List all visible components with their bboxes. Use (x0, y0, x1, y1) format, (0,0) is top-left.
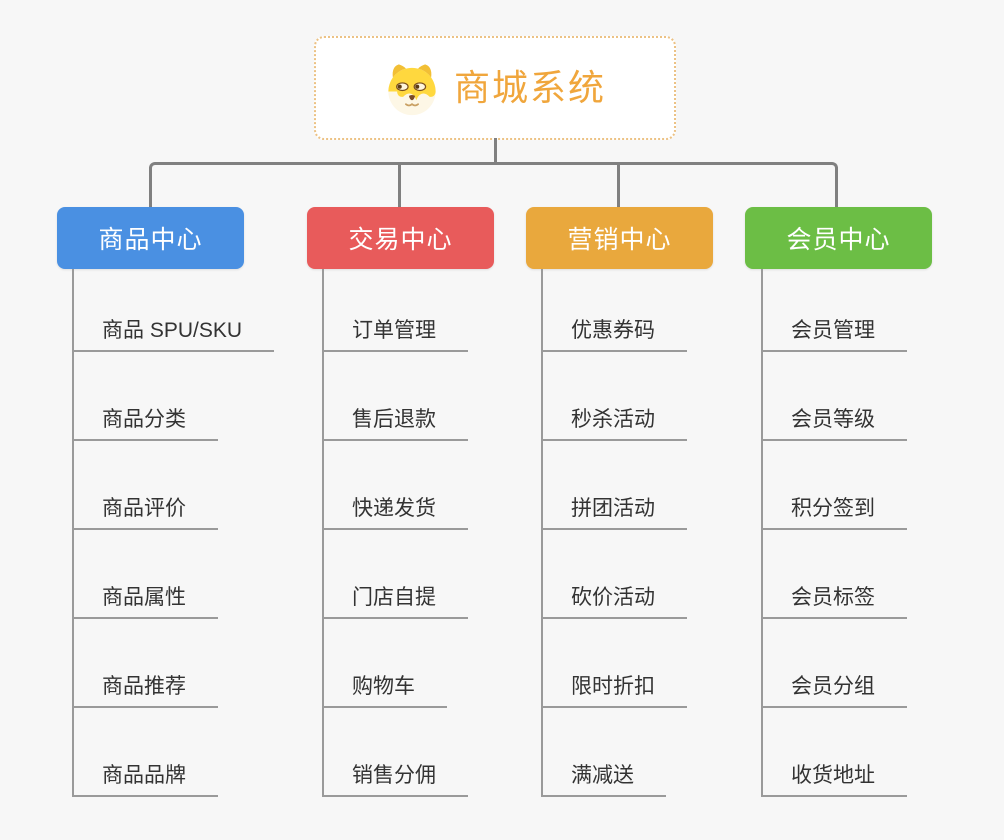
leaf-node[interactable]: 积分签到 (763, 441, 907, 530)
leaf-node[interactable]: 购物车 (324, 619, 447, 708)
root-connector-stem (494, 138, 497, 164)
branch-node-member-center[interactable]: 会员中心 (745, 207, 932, 269)
branch-children-marketing: 优惠券码 秒杀活动 拼团活动 砍价活动 限时折扣 满减送 (541, 269, 687, 797)
leaf-node[interactable]: 收货地址 (763, 708, 907, 797)
leaf-node[interactable]: 售后退款 (324, 352, 468, 441)
branch-node-trade-center[interactable]: 交易中心 (307, 207, 494, 269)
leaf-node[interactable]: 会员标签 (763, 530, 907, 619)
leaf-node[interactable]: 满减送 (543, 708, 666, 797)
root-title: 商城系统 (453, 67, 606, 108)
leaf-node[interactable]: 门店自提 (324, 530, 468, 619)
root-node[interactable]: 商城系统 (314, 36, 676, 140)
branch-node-marketing-center[interactable]: 营销中心 (526, 207, 713, 269)
leaf-node[interactable]: 砍价活动 (543, 530, 687, 619)
leaf-node[interactable]: 商品分类 (74, 352, 218, 441)
branch-children-product: 商品 SPU/SKU 商品分类 商品评价 商品属性 商品推荐 商品品牌 (72, 269, 275, 797)
leaf-node[interactable]: 商品品牌 (74, 708, 218, 797)
leaf-node[interactable]: 限时折扣 (543, 619, 687, 708)
leaf-node[interactable]: 销售分佣 (324, 708, 468, 797)
branch-connector-bus (149, 162, 838, 207)
leaf-node[interactable]: 商品推荐 (74, 619, 218, 708)
leaf-node[interactable]: 会员等级 (763, 352, 907, 441)
branch-children-trade: 订单管理 售后退款 快递发货 门店自提 购物车 销售分佣 (322, 269, 468, 797)
branch-children-member: 会员管理 会员等级 积分签到 会员标签 会员分组 收货地址 (761, 269, 907, 797)
leaf-node[interactable]: 秒杀活动 (543, 352, 687, 441)
leaf-node[interactable]: 商品属性 (74, 530, 218, 619)
leaf-node[interactable]: 商品评价 (74, 441, 218, 530)
leaf-node[interactable]: 会员分组 (763, 619, 907, 708)
leaf-node[interactable]: 商品 SPU/SKU (74, 269, 275, 352)
branch-connector-stub (617, 162, 620, 207)
leaf-node[interactable]: 优惠券码 (543, 269, 687, 352)
branch-node-product-center[interactable]: 商品中心 (57, 207, 244, 269)
leaf-node[interactable]: 拼团活动 (543, 441, 687, 530)
leaf-node[interactable]: 订单管理 (324, 269, 468, 352)
dog-face-icon (388, 64, 436, 116)
leaf-node[interactable]: 快递发货 (324, 441, 468, 530)
branch-connector-stub (398, 162, 401, 207)
leaf-node[interactable]: 会员管理 (763, 269, 907, 352)
